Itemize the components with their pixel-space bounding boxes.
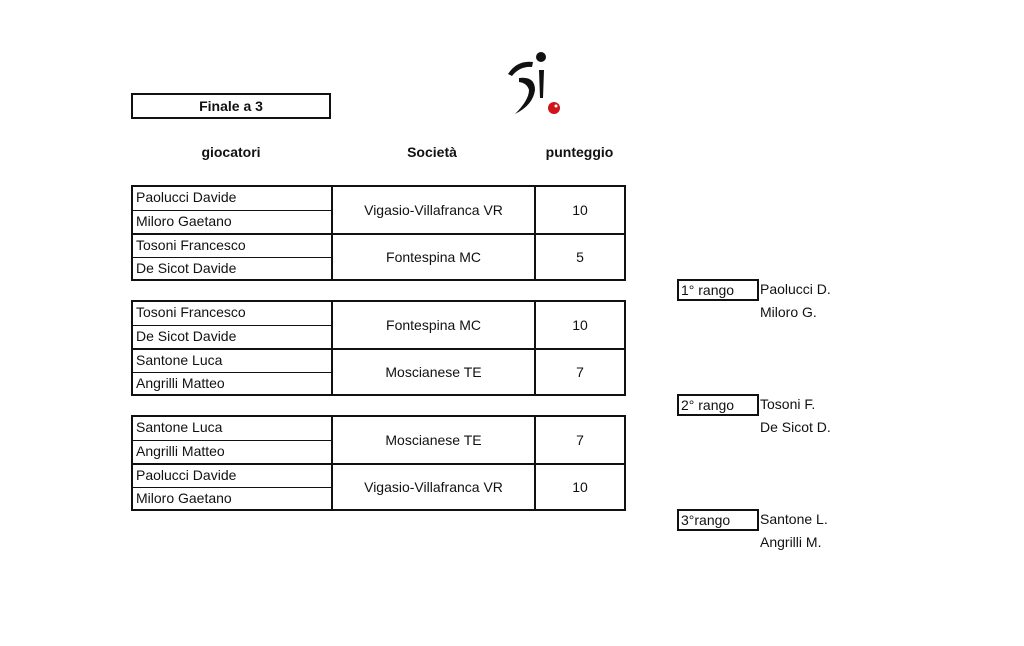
rank-label: 3°rango — [677, 509, 759, 531]
title-box: Finale a 3 — [131, 93, 331, 119]
club-cell: Fontespina MC — [333, 302, 536, 348]
player-name: Santone Luca — [136, 352, 223, 368]
header-players: giocatori — [201, 144, 261, 160]
club-cell: Moscianese TE — [333, 417, 536, 463]
rank-label: 1° rango — [677, 279, 759, 301]
score-cell: 10 — [572, 317, 588, 333]
score-cell: 10 — [572, 479, 588, 495]
club-cell: Vigasio-Villafranca VR — [333, 465, 536, 509]
rank-player-name: Tosoni F. — [760, 396, 816, 412]
rank-label: 2° rango — [677, 394, 759, 416]
player-name: Santone Luca — [136, 419, 223, 435]
player-name: Angrilli Matteo — [133, 371, 331, 395]
score-cell: 7 — [576, 432, 584, 448]
score-cell: 5 — [576, 249, 584, 265]
player-name: Angrilli Matteo — [133, 439, 331, 464]
players-cell: Tosoni Francesco De Sicot Davide — [133, 302, 333, 348]
score-cell: 10 — [572, 202, 588, 218]
player-name: Tosoni Francesco — [136, 304, 246, 320]
player-name: De Sicot Davide — [133, 324, 331, 349]
player-name: Paolucci Davide — [136, 467, 237, 483]
player-name: Tosoni Francesco — [136, 237, 246, 253]
club-cell: Fontespina MC — [333, 235, 536, 279]
header-club: Società — [407, 144, 457, 160]
rank-player-name: Santone L. — [760, 511, 828, 527]
rank-player-name: Angrilli M. — [760, 534, 822, 550]
player-name: Paolucci Davide — [136, 189, 237, 205]
rank-player-name: Miloro G. — [760, 304, 817, 320]
player-name: Miloro Gaetano — [133, 486, 331, 510]
player-name: De Sicot Davide — [133, 256, 331, 280]
header-score: punteggio — [545, 144, 614, 160]
rank-player-name: Paolucci D. — [760, 281, 831, 297]
score-cell: 7 — [576, 364, 584, 380]
player-name: Miloro Gaetano — [133, 209, 331, 234]
players-cell: Tosoni Francesco De Sicot Davide — [133, 235, 333, 279]
club-cell: Moscianese TE — [333, 350, 536, 394]
rank-player-name: De Sicot D. — [760, 419, 831, 435]
bocce-logo-icon — [508, 52, 560, 114]
club-cell: Vigasio-Villafranca VR — [333, 187, 536, 233]
